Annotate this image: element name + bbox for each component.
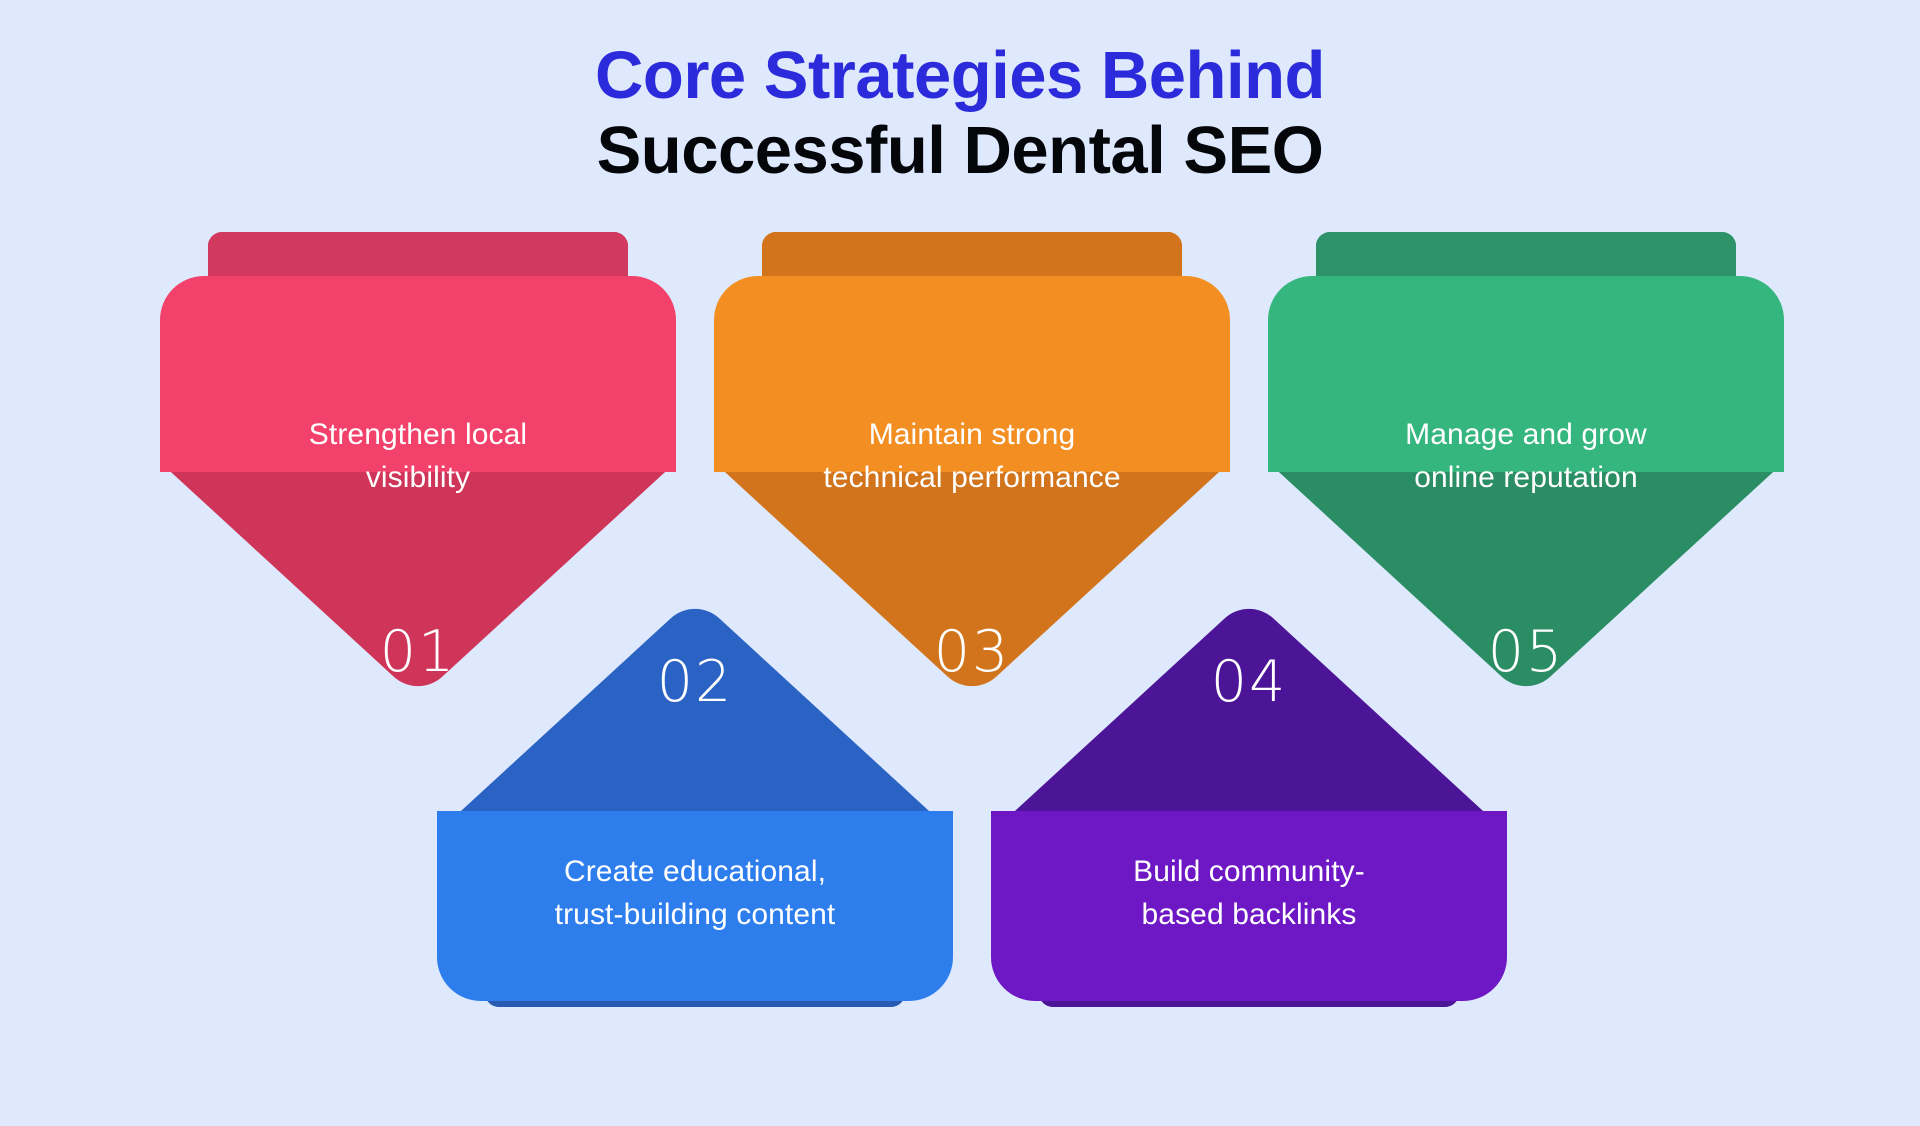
- card-accent-04: [991, 608, 1507, 833]
- card-shape-03: [714, 232, 1230, 687]
- card-number-01: 01: [379, 619, 457, 685]
- card-accent-01: [160, 434, 676, 687]
- strategy-card-04[interactable]: 04 Build community- based backlinks: [991, 608, 1507, 1056]
- page-title-line-2: Successful Dental SEO: [596, 113, 1324, 189]
- card-body-03: [714, 276, 1230, 472]
- page-title: Core Strategies Behind Successful Dental…: [0, 38, 1920, 188]
- card-tab-05: [1316, 232, 1736, 290]
- card-shape-02: [437, 608, 953, 1007]
- strategy-card-01[interactable]: Strengthen local visibility 01: [160, 232, 676, 744]
- card-label-01: Strengthen local visibility: [308, 418, 528, 494]
- strategy-card-03[interactable]: Maintain strong technical performance 03: [714, 232, 1230, 744]
- strategy-card-02[interactable]: 02 Create educational, trust-building co…: [437, 608, 953, 1056]
- page-title-line-1: Core Strategies Behind: [595, 38, 1325, 113]
- card-tab-01: [208, 232, 628, 290]
- card-accent-03: [714, 434, 1230, 687]
- card-body-01: [160, 276, 676, 472]
- card-accent-05: [1268, 434, 1784, 687]
- card-body-02: [437, 811, 953, 1001]
- card-label-03: Maintain strong technical performance: [823, 418, 1121, 494]
- card-label-05: Manage and grow online reputation: [1405, 418, 1647, 494]
- card-body-04: [991, 811, 1507, 1001]
- strategy-card-05[interactable]: Manage and grow online reputation 05: [1268, 232, 1784, 744]
- card-tab-03: [762, 232, 1182, 290]
- card-shape-01: [160, 232, 676, 687]
- card-number-03: 03: [933, 619, 1011, 685]
- card-label-02: Create educational, trust-building conte…: [554, 855, 836, 931]
- card-shape-05: [1268, 232, 1784, 687]
- card-shape-04: [991, 608, 1507, 1007]
- card-body-05: [1268, 276, 1784, 472]
- card-number-02: 02: [656, 649, 734, 715]
- card-label-04: Build community- based backlinks: [1133, 855, 1365, 931]
- card-accent-02: [437, 608, 953, 833]
- card-number-05: 05: [1487, 619, 1565, 685]
- card-number-04: 04: [1210, 649, 1288, 715]
